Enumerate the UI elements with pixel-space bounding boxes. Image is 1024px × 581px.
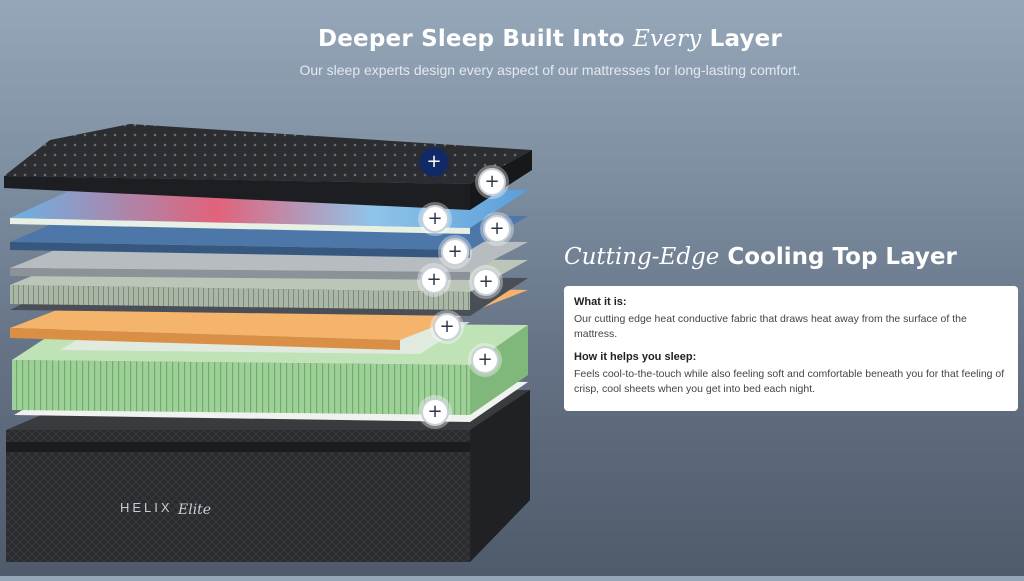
card-heading: How it helps you sleep: [574,351,697,363]
blue-foam-edge [10,242,470,258]
hotspot-cover[interactable]: + [420,148,448,176]
brand-script: Elite [177,502,211,518]
mattress-svg: HELIX Elite [4,124,532,562]
hotspot-blue-foam[interactable]: + [483,215,511,243]
hotspot-grey-foam[interactable]: + [441,238,469,266]
feature-title-em: Cutting-Edge [564,244,720,270]
page-subtitle: Our sleep experts design every aspect of… [299,62,801,78]
hotspot-orange-foam[interactable]: + [433,313,461,341]
page-title: Deeper Sleep Built Into Every Layer [0,26,1024,52]
title-text-post: Layer [701,26,783,52]
card-body: Feels cool-to-the-touch while also feeli… [574,368,1005,395]
feature-title: Cutting-Edge Cooling Top Layer [564,244,957,270]
card-body: Our cutting edge heat conductive fabric … [574,313,967,340]
hotspot-cooling-fabric[interactable]: + [421,205,449,233]
info-card-how-it-helps: How it helps you sleep: Feels cool-to-th… [564,341,1018,411]
feature-title-rest: Cooling Top Layer [719,244,957,270]
title-text-pre: Deeper Sleep Built Into [317,26,633,52]
card-heading: What it is: [574,296,627,308]
grey-foam-edge [10,268,470,280]
orange-foam-edge [10,328,400,350]
brand-name: HELIX [120,500,173,515]
hotspot-coils[interactable]: + [471,346,499,374]
hotspot-cooling[interactable]: + [478,168,506,196]
quilted-cover [4,124,532,210]
hotspot-micro-coils[interactable]: + [420,266,448,294]
hotspot-base-foam[interactable]: + [421,398,449,426]
cooling-layer-edge [10,218,470,234]
mattress-layers-illustration: HELIX Elite + + + + + + + + + + [0,110,540,576]
title-text-em: Every [633,26,702,52]
hotspot-dark-foam[interactable]: + [472,268,500,296]
